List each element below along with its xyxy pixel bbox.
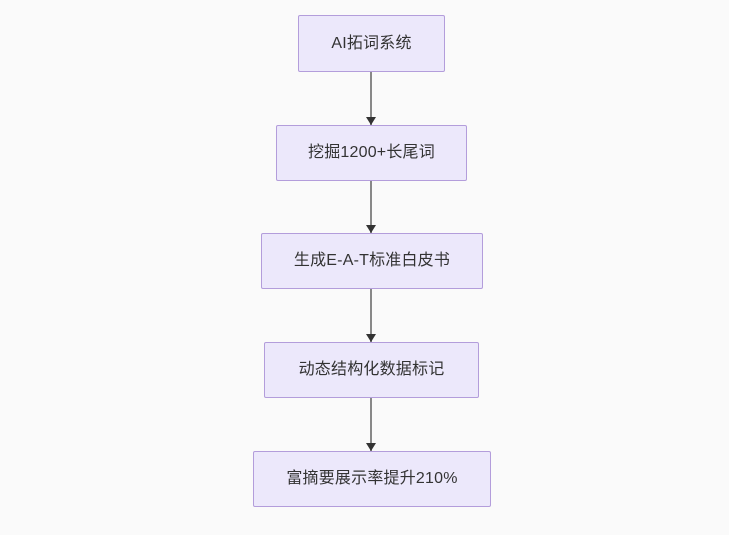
flow-edge-line xyxy=(370,398,372,451)
flow-edge-arrowhead-icon xyxy=(365,225,376,233)
flow-edge-line xyxy=(370,72,372,125)
flow-edge-arrowhead-icon xyxy=(365,117,376,125)
flow-edge-n4-n5 xyxy=(365,398,376,451)
flow-edge-n1-n2 xyxy=(365,72,376,125)
flow-edge-line xyxy=(370,289,372,342)
flow-node-label: 生成E-A-T标准白皮书 xyxy=(293,252,451,269)
flow-node-generate-eat-whitepaper[interactable]: 生成E-A-T标准白皮书 xyxy=(261,233,483,289)
flow-edge-arrowhead-icon xyxy=(365,334,376,342)
flow-node-label: 动态结构化数据标记 xyxy=(298,361,445,378)
flow-node-dynamic-structured-data-markup[interactable]: 动态结构化数据标记 xyxy=(264,342,479,398)
flow-node-mine-longtail-keywords[interactable]: 挖掘1200+长尾词 xyxy=(276,125,467,181)
flow-node-label: AI拓词系统 xyxy=(331,34,412,52)
flow-edge-line xyxy=(370,181,372,233)
flow-edge-n3-n4 xyxy=(365,289,376,342)
flow-node-label: 挖掘1200+长尾词 xyxy=(308,144,435,161)
flow-node-label: 富摘要展示率提升210% xyxy=(286,470,458,487)
flow-node-rich-snippet-impression-lift[interactable]: 富摘要展示率提升210% xyxy=(253,451,491,507)
flow-node-ai-keyword-system[interactable]: AI拓词系统 xyxy=(298,15,445,72)
flow-edge-arrowhead-icon xyxy=(365,443,376,451)
flow-edge-n2-n3 xyxy=(365,181,376,233)
